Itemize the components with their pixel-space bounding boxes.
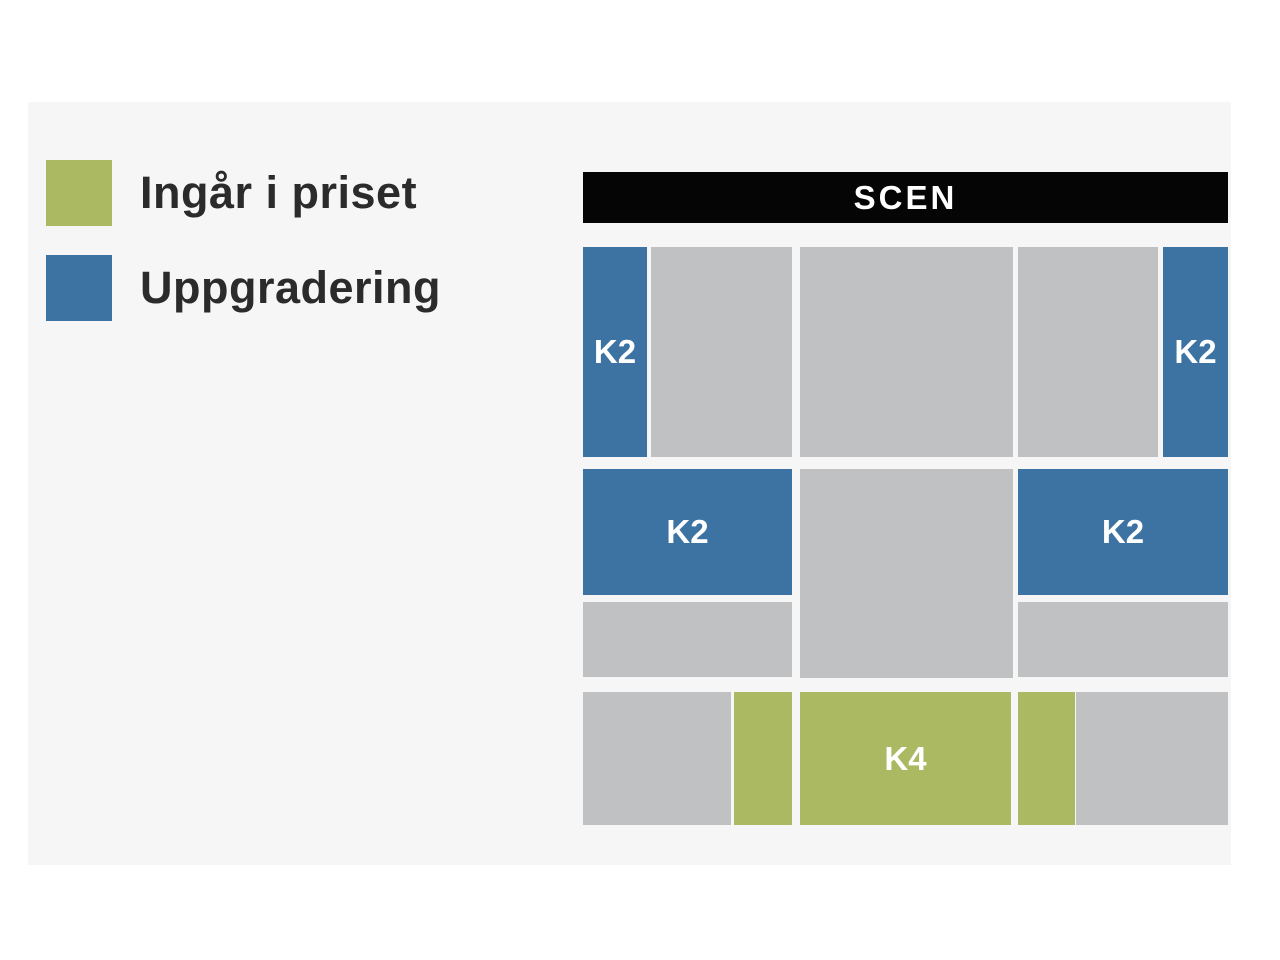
section-middle-right[interactable] bbox=[1018, 602, 1228, 677]
section-middle-left[interactable] bbox=[583, 602, 792, 677]
section-k2-front-right[interactable]: K2 bbox=[1163, 247, 1228, 457]
included-color-swatch bbox=[46, 160, 112, 226]
legend-item-upgrade: Uppgradering bbox=[46, 255, 441, 321]
section-middle-center[interactable] bbox=[800, 469, 1013, 678]
section-rear-right[interactable] bbox=[1076, 692, 1228, 825]
section-k2-front-left[interactable]: K2 bbox=[583, 247, 647, 457]
section-front-right[interactable] bbox=[1018, 247, 1158, 457]
section-front-center[interactable] bbox=[800, 247, 1013, 457]
stage-banner: SCEN bbox=[583, 172, 1228, 223]
legend-item-included: Ingår i priset bbox=[46, 160, 417, 226]
section-k2-middle-right[interactable]: K2 bbox=[1018, 469, 1228, 595]
section-rear-left[interactable] bbox=[583, 692, 731, 825]
section-k4-strip-right[interactable] bbox=[1018, 692, 1075, 825]
legend-label-included: Ingår i priset bbox=[140, 167, 418, 218]
section-k4-rear-center[interactable]: K4 bbox=[800, 692, 1011, 825]
section-front-left[interactable] bbox=[651, 247, 792, 457]
legend-label-upgrade: Uppgradering bbox=[140, 262, 442, 313]
upgrade-color-swatch bbox=[46, 255, 112, 321]
section-k4-strip-left[interactable] bbox=[734, 692, 792, 825]
seat-map: SCEN K2 K2 K2 K2 K4 bbox=[583, 172, 1228, 825]
section-k2-middle-left[interactable]: K2 bbox=[583, 469, 792, 595]
